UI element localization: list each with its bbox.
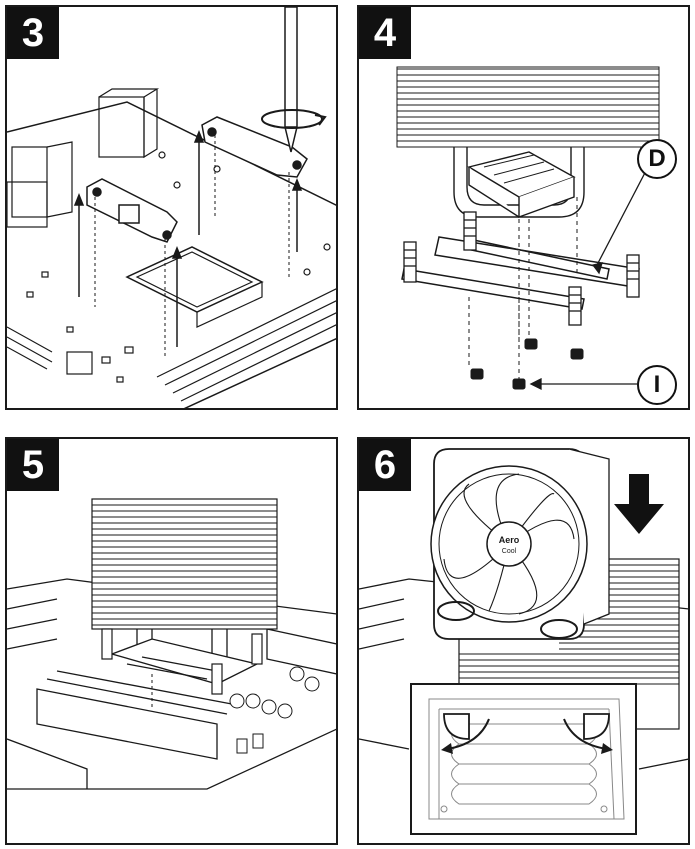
step-3-panel: 3 bbox=[5, 5, 338, 410]
down-arrow-icon bbox=[614, 474, 664, 534]
step-5-illustration bbox=[7, 498, 336, 790]
callout-d: D bbox=[637, 139, 677, 179]
step-4-panel: 4 bbox=[357, 5, 690, 410]
step-4-badge: 4 bbox=[359, 7, 411, 59]
screwdriver-icon bbox=[284, 7, 298, 153]
step-4-illustration bbox=[396, 66, 660, 391]
step-3-badge: 3 bbox=[7, 7, 59, 59]
step-6-panel: 6 Aero Cool bbox=[357, 437, 690, 845]
step-6-badge: 6 bbox=[359, 439, 411, 491]
callout-i: I bbox=[637, 365, 677, 405]
brand-logo-sub: Cool bbox=[502, 548, 517, 555]
brand-logo: Aero bbox=[499, 535, 520, 545]
step-3-illustration bbox=[7, 7, 336, 408]
airflow-arrow-icon bbox=[446, 718, 608, 750]
rotate-arrow-icon bbox=[261, 109, 323, 129]
step-5-panel: 5 bbox=[5, 437, 338, 845]
step-5-badge: 5 bbox=[7, 439, 59, 491]
step-6-illustration: Aero Cool bbox=[359, 448, 688, 835]
